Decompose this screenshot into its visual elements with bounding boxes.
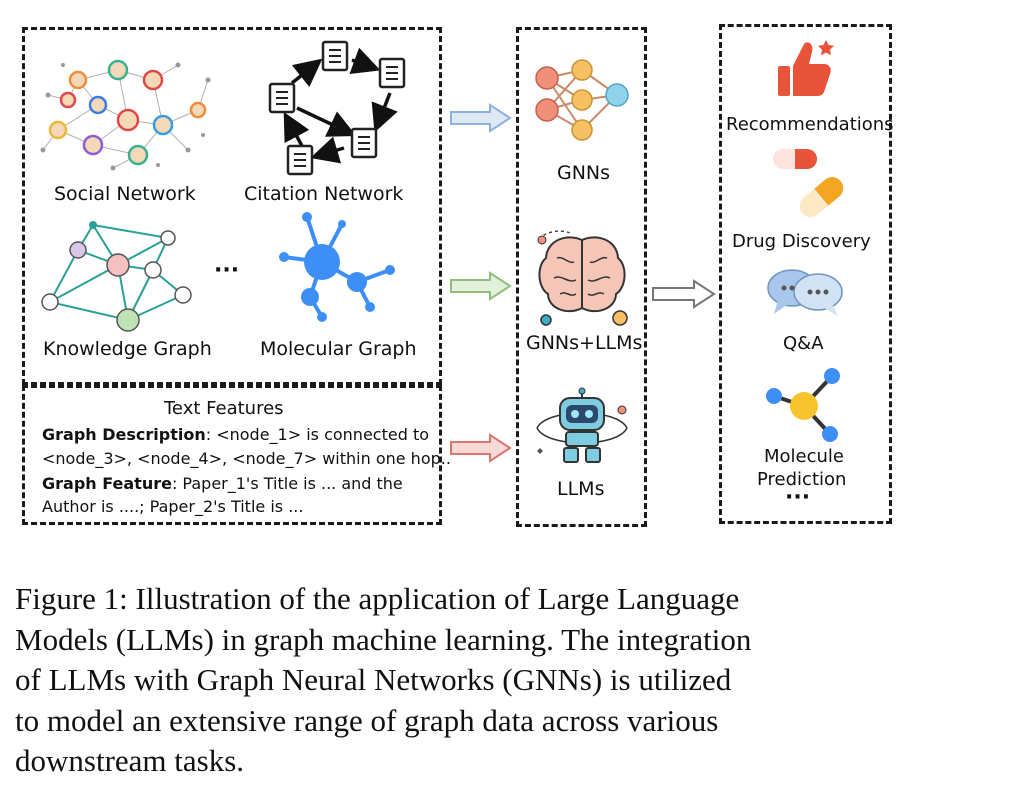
ellipsis: ··· <box>214 258 240 283</box>
arrow-to-llms <box>450 433 512 463</box>
knowledge-graph-label: Knowledge Graph <box>43 338 212 360</box>
caption-line-1: Figure 1: Illustration of the applicatio… <box>15 581 740 616</box>
molecule-icon <box>766 368 840 442</box>
molecular-graph-icon <box>279 212 395 322</box>
social-network-icon <box>40 59 211 171</box>
arrow-to-gnns <box>450 103 512 133</box>
recommendations-label: Recommendations <box>726 114 894 135</box>
text-features-title: Text Features <box>164 398 284 419</box>
graph-description-label: Graph Description <box>42 425 206 444</box>
models-box <box>516 27 647 527</box>
caption-line-5: downstream tasks. <box>15 743 245 778</box>
citation-network-icon <box>268 40 406 176</box>
capsule-icon <box>773 149 844 218</box>
graph-feature-text: : Paper_1's Title is ... and the <box>171 474 403 493</box>
caption-line-4: to model an extensive range of graph dat… <box>15 702 719 738</box>
text-features-line-3: Graph Feature: Paper_1's Title is ... an… <box>42 474 403 493</box>
text-features-line-1: Graph Description: <node_1> is connected… <box>42 425 429 444</box>
knowledge-graph-icon <box>41 221 192 332</box>
prediction-label: Prediction <box>757 469 847 490</box>
more-tasks-ellipsis: ··· <box>785 485 811 510</box>
neural-network-icon <box>535 59 629 141</box>
graph-sources-box <box>22 27 442 385</box>
figure-caption: Figure 1: Illustration of the applicatio… <box>15 579 995 782</box>
caption-line-2: Models (LLMs) in graph machine learning.… <box>15 621 752 657</box>
text-features-line-4: Author is ....; Paper_2's Title is ... <box>42 497 304 516</box>
social-network-label: Social Network <box>54 183 196 205</box>
gnns-llms-label: GNNs+LLMs <box>526 332 643 354</box>
arrow-to-tasks <box>652 279 716 309</box>
arrow-to-gnns-llms <box>450 271 512 301</box>
molecule-label: Molecule <box>764 446 844 467</box>
tasks-box <box>719 24 892 524</box>
llms-label: LLMs <box>557 478 605 500</box>
chat-bubbles-icon <box>767 269 843 316</box>
graph-description-text: : <node_1> is connected to <box>205 425 429 444</box>
drug-discovery-label: Drug Discovery <box>732 231 871 252</box>
citation-network-label: Citation Network <box>244 183 404 205</box>
qa-label: Q&A <box>783 333 824 354</box>
gnns-label: GNNs <box>557 162 611 184</box>
robot-icon <box>536 387 628 463</box>
text-features-line-2: <node_3>, <node_4>, <node_7> within one … <box>42 449 451 468</box>
text-features-box <box>22 385 442 525</box>
thumbs-up-icon <box>778 40 834 96</box>
caption-line-3: of LLMs with Graph Neural Networks (GNNs… <box>15 662 732 697</box>
graph-feature-label: Graph Feature <box>42 474 172 493</box>
brain-icon <box>537 230 628 326</box>
molecular-graph-label: Molecular Graph <box>260 338 417 360</box>
